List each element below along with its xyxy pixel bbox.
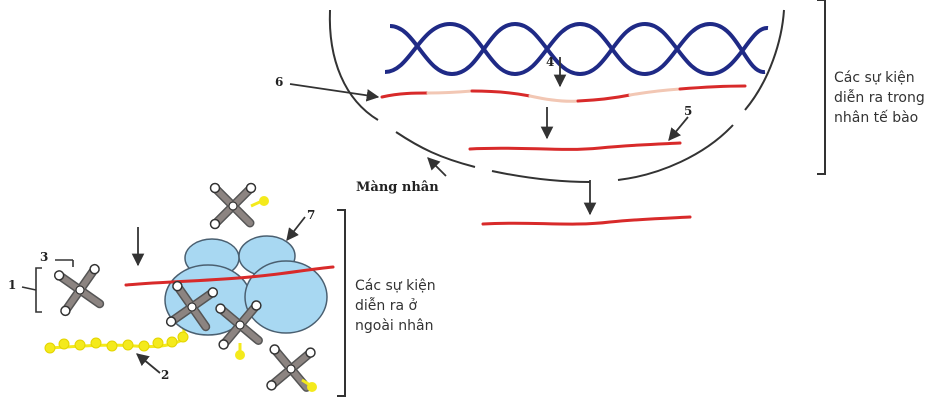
label-1: 1 xyxy=(8,278,17,292)
label-6: 6 xyxy=(275,75,284,89)
membrane-label: Màng nhân xyxy=(356,180,439,195)
outside-nucleus-caption: Các sự kiện diễn ra ở ngoài nhân xyxy=(355,276,436,336)
inside-nucleus-caption: Các sự kiện diễn ra trong nhân tế bào xyxy=(834,68,925,128)
outside-line-3: ngoài nhân xyxy=(355,318,434,334)
label3-pointer xyxy=(55,259,74,267)
trna-group xyxy=(54,184,317,394)
process-arrows xyxy=(131,57,689,374)
amino-acid-chain-icon xyxy=(44,317,189,354)
mrna-exported xyxy=(481,215,692,226)
dna-double-helix-icon xyxy=(384,21,769,77)
label-3: 3 xyxy=(40,250,49,264)
cytoplasm-bracket xyxy=(337,209,346,397)
outside-line-1: Các sự kiện xyxy=(355,278,436,294)
label-4: 4 xyxy=(546,55,555,69)
label1-bracket xyxy=(21,267,42,313)
inside-line-1: Các sự kiện xyxy=(834,70,915,86)
outside-line-2: diễn ra ở xyxy=(355,298,418,314)
nuclear-membrane xyxy=(328,9,785,183)
inside-line-2: diễn ra trong xyxy=(834,90,925,106)
label-5: 5 xyxy=(684,104,693,118)
label-2: 2 xyxy=(161,368,170,382)
nucleus-bracket xyxy=(817,0,826,175)
mrna-cytoplasm xyxy=(124,265,335,287)
label-7: 7 xyxy=(307,208,316,222)
inside-line-3: nhân tế bào xyxy=(834,110,919,126)
pre-mrna-strand xyxy=(380,84,747,103)
mature-mrna-nucleus xyxy=(468,141,682,151)
